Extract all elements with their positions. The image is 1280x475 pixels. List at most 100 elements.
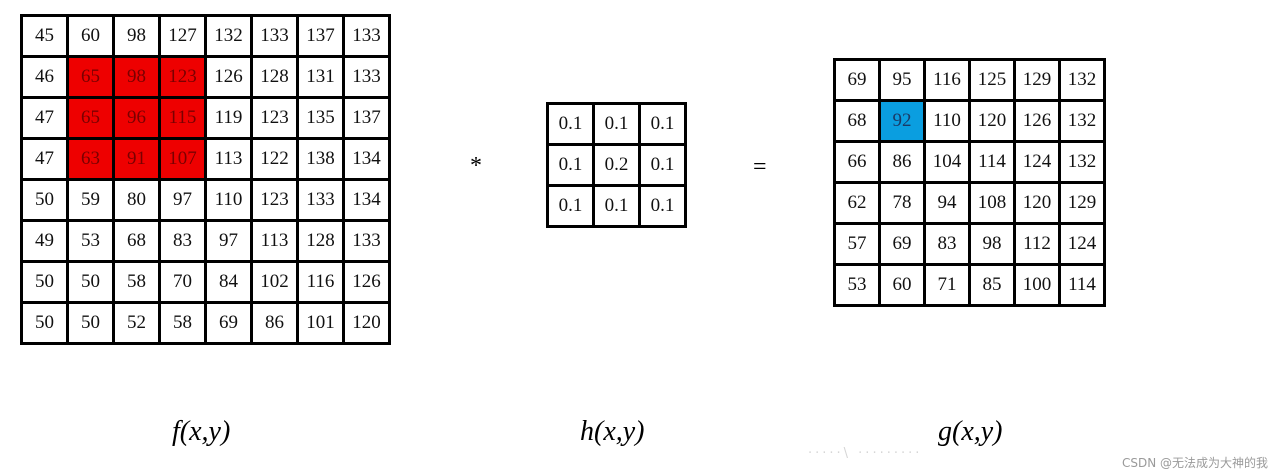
matrix-f-cell: 134	[342, 137, 391, 181]
matrix-f-highlighted-cell: 96	[112, 96, 161, 140]
matrix-g-cell: 83	[923, 222, 971, 266]
matrix-g-cell: 69	[878, 222, 926, 266]
matrix-g-cell: 132	[1058, 99, 1106, 143]
matrix-g-cell: 132	[1058, 58, 1106, 102]
matrix-g-cell: 62	[833, 181, 881, 225]
matrix-g-cell: 69	[833, 58, 881, 102]
matrix-g-cell: 86	[878, 140, 926, 184]
matrix-h-cell: 0.1	[592, 184, 641, 228]
matrix-g-cell: 124	[1013, 140, 1061, 184]
matrix-f-cell: 69	[204, 301, 253, 345]
matrix-g-cell: 104	[923, 140, 971, 184]
matrix-f-cell: 126	[342, 260, 391, 304]
matrix-f-cell: 132	[204, 14, 253, 58]
csdn-watermark: CSDN @无法成为大神的我	[1121, 456, 1268, 470]
matrix-f-cell: 68	[112, 219, 161, 263]
matrix-f-cell: 97	[158, 178, 207, 222]
matrix-f-cell: 101	[296, 301, 345, 345]
matrix-g-cell: 100	[1013, 263, 1061, 307]
matrix-h-cell: 0.1	[638, 184, 687, 228]
matrix-f-cell: 80	[112, 178, 161, 222]
matrix-f-highlighted-cell: 98	[112, 55, 161, 99]
matrix-g-cell: 112	[1013, 222, 1061, 266]
label-h: h(x,y)	[580, 416, 645, 447]
matrix-f-cell: 83	[158, 219, 207, 263]
matrix-g-cell: 120	[968, 99, 1016, 143]
matrix-f-cell: 131	[296, 55, 345, 99]
matrix-f-cell: 45	[20, 14, 69, 58]
matrix-g-cell: 132	[1058, 140, 1106, 184]
matrix-f-highlighted-cell: 65	[66, 96, 115, 140]
matrix-h-cell: 0.1	[546, 102, 595, 146]
matrix-g-cell: 53	[833, 263, 881, 307]
matrix-f-cell: 52	[112, 301, 161, 345]
matrix-f-cell: 58	[112, 260, 161, 304]
matrix-f-cell: 119	[204, 96, 253, 140]
matrix-g-cell: 125	[968, 58, 1016, 102]
matrix-g-cell: 98	[968, 222, 1016, 266]
matrix-f-cell: 50	[66, 301, 115, 345]
matrix-f-cell: 128	[296, 219, 345, 263]
matrix-f-cell: 110	[204, 178, 253, 222]
matrix-h-cell: 0.1	[592, 102, 641, 146]
matrix-f-highlighted-cell: 115	[158, 96, 207, 140]
matrix-f-highlighted-cell: 65	[66, 55, 115, 99]
matrix-g-cell: 78	[878, 181, 926, 225]
matrix-f-cell: 58	[158, 301, 207, 345]
matrix-f-highlighted-cell: 63	[66, 137, 115, 181]
matrix-f-cell: 49	[20, 219, 69, 263]
matrix-g-cell: 126	[1013, 99, 1061, 143]
matrix-g-cell: 60	[878, 263, 926, 307]
matrix-f-cell: 50	[66, 260, 115, 304]
matrix-f-cell: 137	[296, 14, 345, 58]
matrix-g-highlighted-cell: 92	[878, 99, 926, 143]
matrix-g-cell: 129	[1058, 181, 1106, 225]
matrix-f-cell: 116	[296, 260, 345, 304]
matrix-f-cell: 50	[20, 301, 69, 345]
matrix-f-cell: 46	[20, 55, 69, 99]
matrix-g-cell: 124	[1058, 222, 1106, 266]
matrix-f-cell: 102	[250, 260, 299, 304]
matrix-f-cell: 137	[342, 96, 391, 140]
matrix-f-cell: 98	[112, 14, 161, 58]
matrix-f-cell: 47	[20, 137, 69, 181]
matrix-f-cell: 133	[250, 14, 299, 58]
matrix-f-cell: 135	[296, 96, 345, 140]
convolution-operator: *	[470, 153, 482, 179]
matrix-g-cell: 85	[968, 263, 1016, 307]
label-f: f(x,y)	[172, 416, 231, 447]
matrix-g-cell: 114	[1058, 263, 1106, 307]
matrix-f-cell: 113	[250, 219, 299, 263]
equals-operator: =	[753, 154, 767, 180]
matrix-g-cell: 68	[833, 99, 881, 143]
matrix-g-cell: 71	[923, 263, 971, 307]
matrix-f-highlighted-cell: 123	[158, 55, 207, 99]
matrix-f-cell: 50	[20, 178, 69, 222]
matrix-f-cell: 133	[296, 178, 345, 222]
matrix-f-cell: 133	[342, 14, 391, 58]
matrix-f-cell: 50	[20, 260, 69, 304]
matrix-f-cell: 53	[66, 219, 115, 263]
matrix-g-cell: 116	[923, 58, 971, 102]
matrix-f-cell: 59	[66, 178, 115, 222]
matrix-f-cell: 97	[204, 219, 253, 263]
matrix-h-cell: 0.1	[638, 143, 687, 187]
matrix-f-cell: 123	[250, 96, 299, 140]
matrix-g-cell: 110	[923, 99, 971, 143]
matrix-f-cell: 122	[250, 137, 299, 181]
matrix-g-cell: 95	[878, 58, 926, 102]
matrix-f-cell: 84	[204, 260, 253, 304]
